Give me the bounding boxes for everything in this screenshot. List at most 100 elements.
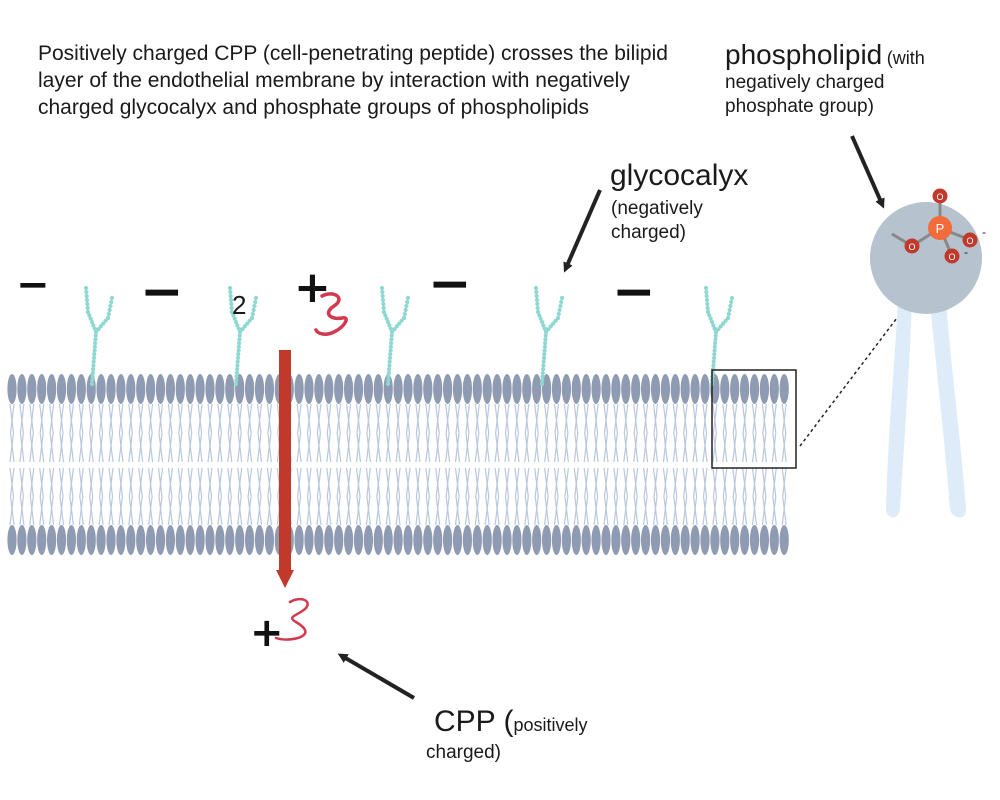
- lipid-tail: [771, 403, 777, 463]
- lipid-head-bottom: [433, 525, 443, 555]
- glycan-bead: [389, 333, 394, 338]
- glycan-bead: [242, 324, 247, 329]
- lipid-head-top: [542, 374, 552, 404]
- lipid-tail: [435, 403, 440, 463]
- lipid-tail: [593, 403, 599, 463]
- lipid-head-bottom: [353, 525, 364, 555]
- lipid-tail: [88, 403, 94, 463]
- lipid-head-top: [403, 374, 413, 404]
- lipid-head-top: [334, 374, 344, 404]
- lipid-head-top: [522, 374, 532, 404]
- lipid-tail: [29, 403, 35, 463]
- lipid-head-top: [423, 374, 433, 404]
- glycan-bead: [721, 321, 726, 326]
- glycan-bead: [539, 381, 545, 387]
- lipid-tail: [266, 403, 272, 463]
- lipid-tail: [9, 403, 15, 463]
- lipid-tail: [712, 467, 718, 526]
- lipid-head-bottom: [601, 525, 611, 555]
- glycan-bead: [96, 327, 101, 332]
- lipid-tail: [256, 403, 262, 463]
- lipid-tail: [58, 467, 64, 526]
- lipid-tail: [742, 403, 747, 463]
- glycan-bead: [543, 329, 549, 335]
- lipid-tail: [435, 403, 441, 463]
- lipid-head-top: [136, 374, 146, 404]
- lipid-head-top: [324, 374, 334, 404]
- glycan-bead: [381, 309, 387, 315]
- glycan-bead: [538, 316, 543, 321]
- lipid-tail: [336, 467, 342, 526]
- glycan-bead: [381, 305, 386, 311]
- glycan-bead: [388, 348, 393, 353]
- lipid-head-top: [155, 374, 166, 404]
- lipid-tail: [59, 403, 65, 463]
- lipid-tail: [296, 403, 302, 463]
- oxygen-atom-right: [962, 232, 978, 248]
- glycan-bead: [236, 326, 241, 331]
- glycan-bead: [92, 348, 97, 353]
- positive-charge-top: +: [294, 262, 331, 313]
- lipid-tail: [128, 403, 133, 463]
- lipid-tail: [227, 403, 232, 463]
- lipid-tail: [118, 403, 124, 463]
- glycan-bead: [541, 323, 546, 328]
- lipid-head-bottom: [700, 525, 710, 555]
- lipid-tail: [653, 403, 659, 463]
- glycan-bead: [89, 319, 95, 325]
- lipid-tail: [593, 467, 599, 526]
- lipid-tail: [148, 467, 153, 526]
- lipid-head-top: [759, 374, 770, 404]
- lipid-tail: [306, 403, 312, 463]
- glycan-bead: [534, 297, 540, 303]
- cpp-peptide-bottom: [274, 597, 309, 641]
- lipid-tail: [49, 467, 54, 526]
- lipid-tail: [138, 403, 144, 463]
- lipid-tail: [524, 403, 529, 463]
- lipid-tail: [633, 403, 639, 463]
- lipid-tail: [435, 467, 440, 526]
- glycan-bead: [727, 307, 732, 313]
- lipid-tail: [306, 467, 312, 526]
- lipid-tail: [663, 467, 668, 526]
- lipid-tail: [494, 403, 500, 463]
- glycan-bead: [236, 352, 241, 357]
- lipid-tail: [207, 467, 213, 526]
- glycan-bead: [105, 315, 111, 321]
- lipid-head-bottom: [7, 525, 17, 555]
- lipid-tail: [336, 403, 342, 463]
- lipid-tail: [474, 403, 480, 463]
- glycan-bead: [541, 367, 546, 372]
- lipid-tail: [445, 403, 451, 463]
- lipid-tail: [375, 403, 381, 463]
- lipid-head-top: [106, 374, 116, 404]
- lipid-tail: [148, 403, 154, 463]
- lipid-head-bottom: [373, 525, 383, 555]
- cpp-label: CPP (: [434, 705, 514, 738]
- lipid-tail: [504, 403, 510, 463]
- lipid-head-bottom: [769, 525, 779, 555]
- lipid-tail: [485, 467, 490, 526]
- lipid-head-top: [621, 374, 631, 404]
- glycan-bead: [553, 318, 558, 323]
- lipid-tail: [445, 467, 451, 526]
- lipid-tail: [742, 467, 747, 526]
- lipid-head-bottom: [749, 525, 760, 555]
- lipid-tail: [564, 467, 569, 526]
- lipid-tail: [692, 403, 698, 463]
- lipid-tail: [197, 467, 203, 526]
- glycan-bead: [101, 321, 106, 326]
- glycocalyx-sublabel-2: charged): [611, 222, 686, 243]
- glycan-bead: [91, 355, 97, 361]
- phospholipid-sublabel-1: negatively charged: [725, 72, 885, 93]
- lipid-tail: [742, 467, 748, 526]
- glycan-bead: [542, 348, 547, 353]
- lipid-head-top: [779, 374, 789, 404]
- lipid-head-top: [749, 374, 760, 404]
- lipid-tail: [652, 403, 658, 463]
- lipid-tail: [128, 467, 134, 526]
- lipid-head-bottom: [17, 525, 27, 555]
- lipid-tail: [425, 467, 430, 526]
- glycan-bead: [402, 311, 407, 317]
- glycan-bead: [558, 303, 563, 309]
